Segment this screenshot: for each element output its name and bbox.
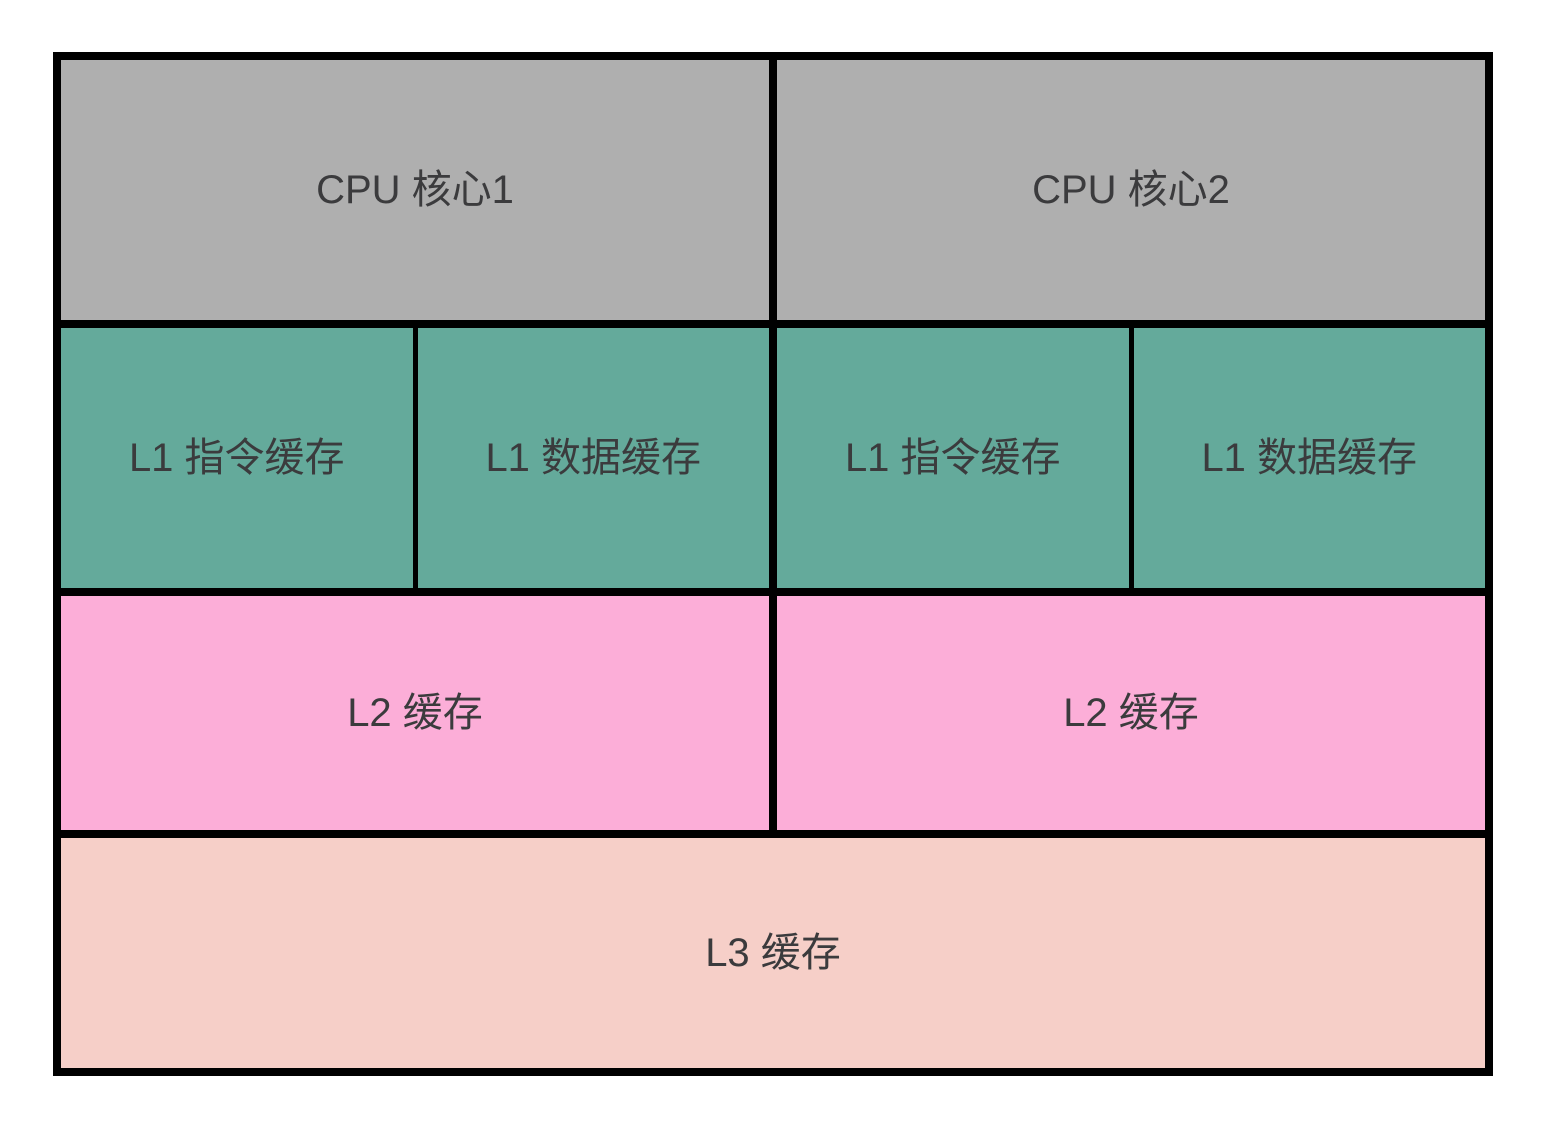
l2-cache-core2-box: L2 缓存 <box>777 596 1485 830</box>
l1-data-cache-core1-label: L1 数据缓存 <box>485 436 702 480</box>
cpu-cache-hierarchy-diagram: CPU 核心1 CPU 核心2 L1 指令缓存 L1 数据缓存 L1 指令缓存 … <box>53 52 1493 1076</box>
l1-caches-row: L1 指令缓存 L1 数据缓存 L1 指令缓存 L1 数据缓存 <box>61 328 1485 588</box>
l3-cache-label: L3 缓存 <box>705 931 841 975</box>
l2-caches-row: L2 缓存 L2 缓存 <box>61 596 1485 830</box>
l1-data-cache-core2-label: L1 数据缓存 <box>1201 436 1418 480</box>
l2-cache-core1-box: L2 缓存 <box>61 596 769 830</box>
l1-data-cache-core1-box: L1 数据缓存 <box>417 328 769 588</box>
l1-instruction-cache-core1-box: L1 指令缓存 <box>61 328 413 588</box>
core2-l1-group: L1 指令缓存 L1 数据缓存 <box>777 328 1485 588</box>
cpu-cores-row: CPU 核心1 CPU 核心2 <box>61 60 1485 320</box>
cpu-core-2-label: CPU 核心2 <box>1032 168 1230 212</box>
l1-data-cache-core2-box: L1 数据缓存 <box>1133 328 1485 588</box>
cpu-core-1-box: CPU 核心1 <box>61 60 769 320</box>
cpu-core-2-box: CPU 核心2 <box>777 60 1485 320</box>
l1-instruction-cache-core2-label: L1 指令缓存 <box>844 436 1061 480</box>
cpu-core-1-label: CPU 核心1 <box>316 168 514 212</box>
l2-cache-core1-label: L2 缓存 <box>347 691 483 735</box>
l3-cache-row: L3 缓存 <box>61 838 1485 1068</box>
l1-instruction-cache-core2-box: L1 指令缓存 <box>777 328 1129 588</box>
l2-cache-core2-label: L2 缓存 <box>1063 691 1199 735</box>
l3-cache-box: L3 缓存 <box>61 838 1485 1068</box>
core1-l1-group: L1 指令缓存 L1 数据缓存 <box>61 328 769 588</box>
l1-instruction-cache-core1-label: L1 指令缓存 <box>128 436 345 480</box>
